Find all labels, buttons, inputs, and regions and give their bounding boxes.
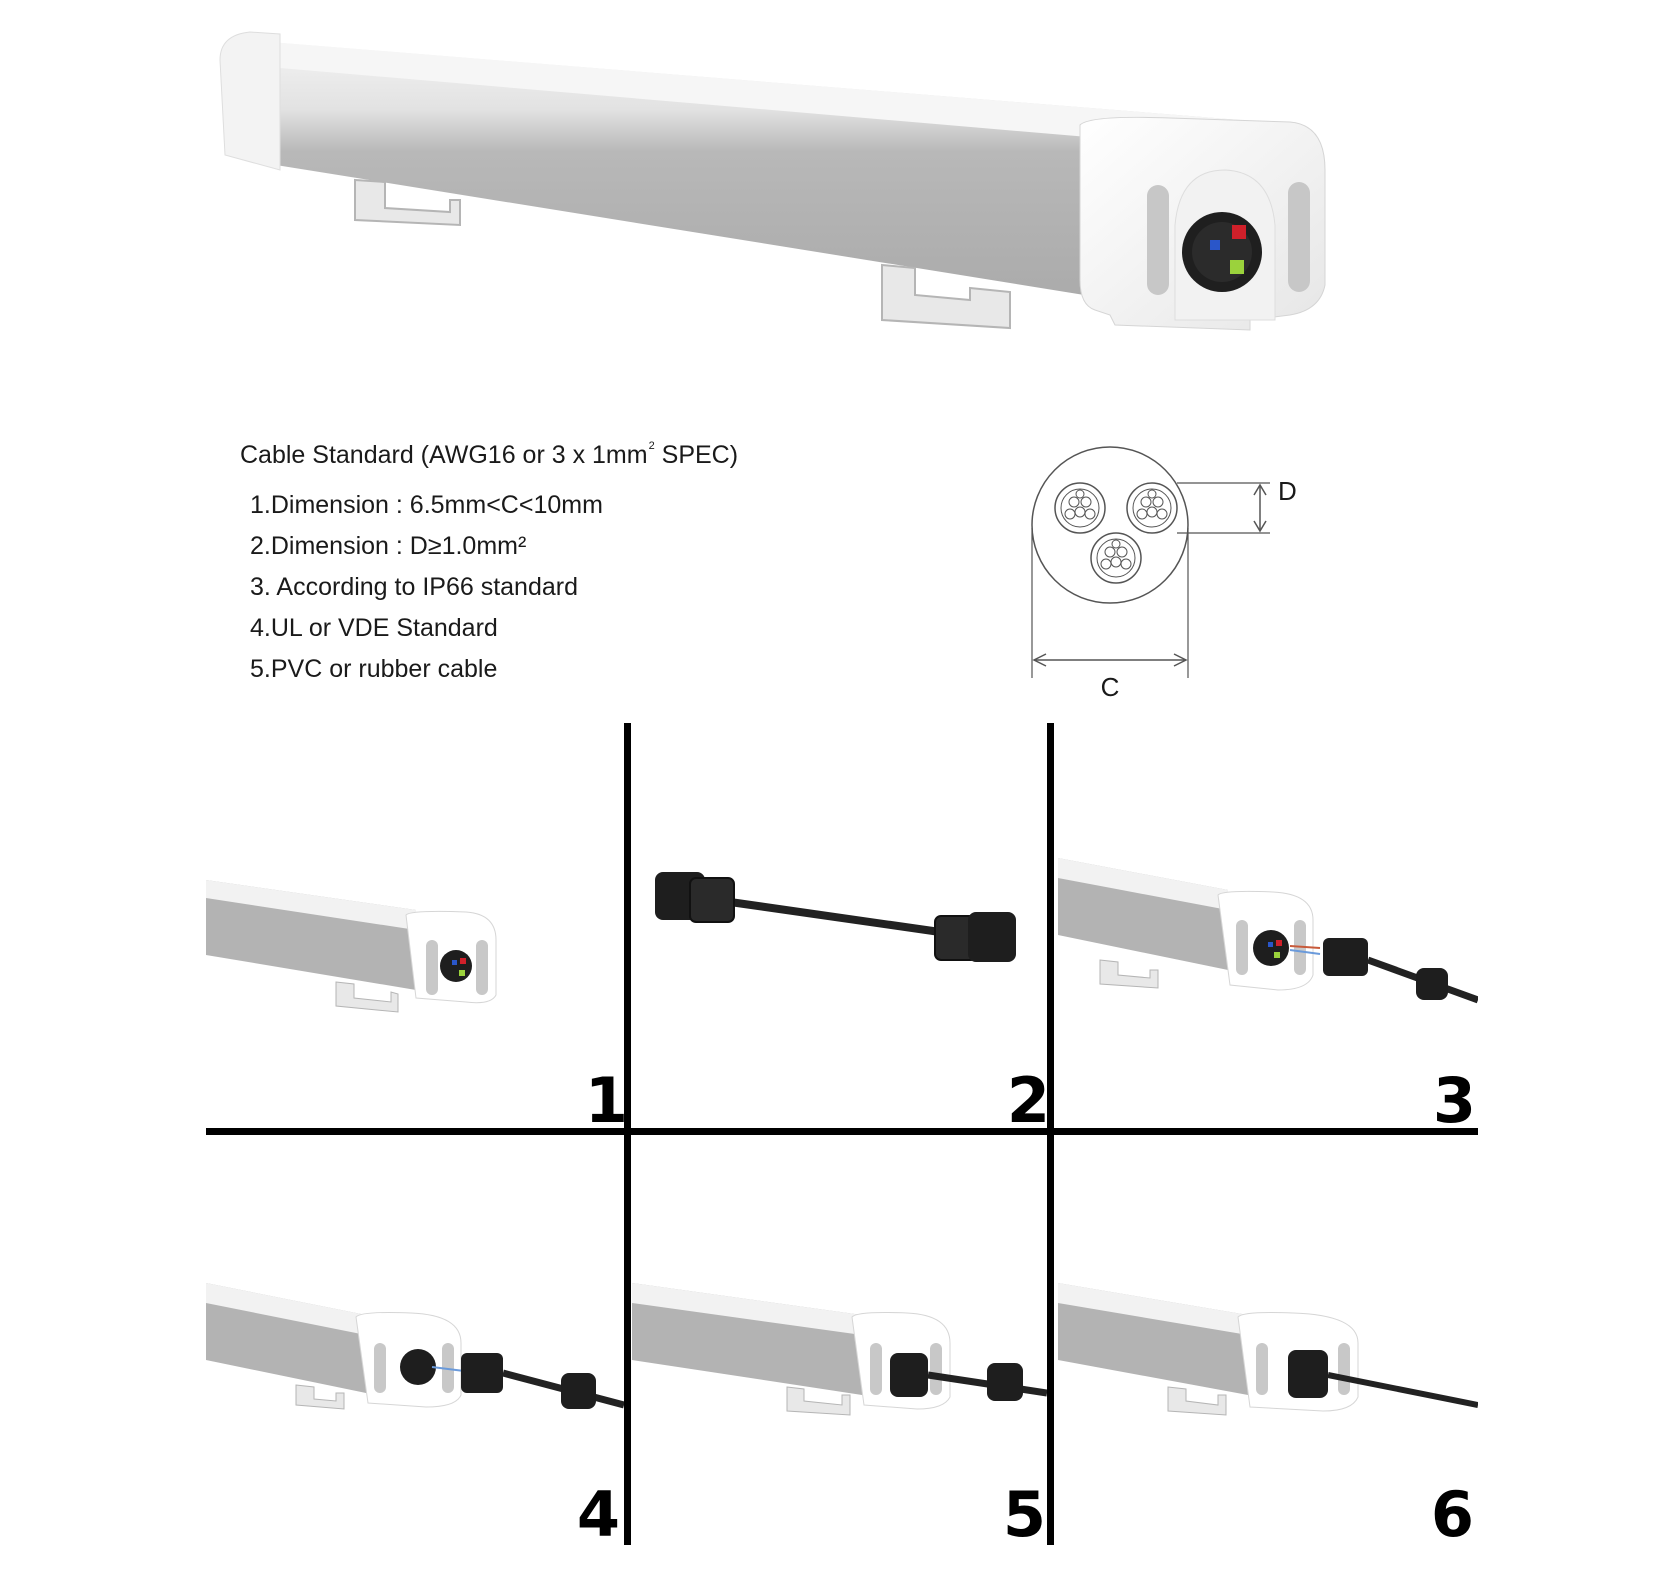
connector-right-icon: [934, 912, 1016, 962]
spec-item: 5.PVC or rubber cable: [250, 655, 498, 683]
cable-cross-section-diagram: D C: [1031, 446, 1297, 700]
step-number-2: 2: [1006, 1064, 1050, 1137]
cable-standard-title-prefix: Cable Standard (AWG16 or 3 x 1mm: [240, 441, 648, 469]
conductor-strand-icon: [1054, 482, 1106, 534]
cable-spec-list: 1.Dimension : 6.5mm<C<10mm 2.Dimension :…: [250, 490, 603, 695]
step-3-image: [1058, 858, 1478, 1004]
step-number-1: 1: [584, 1064, 628, 1137]
spec-item: 2.Dimension : D≥1.0mm²: [250, 532, 527, 560]
grid-horizontal-divider: [206, 1128, 1478, 1135]
step-number-5: 5: [1002, 1478, 1046, 1551]
step-2-image: [655, 872, 1016, 962]
step-number-6: 6: [1430, 1478, 1474, 1551]
cable-standard-title-suffix: SPEC): [654, 441, 739, 469]
hero-fixture-image: [219, 31, 1326, 331]
conductor-strand-icon: [1090, 532, 1142, 584]
spec-item: 3. According to IP66 standard: [250, 573, 578, 601]
step-4-image: [206, 1283, 624, 1410]
conductor-strand-icon: [1126, 482, 1178, 534]
step-5-image: [632, 1283, 1047, 1416]
dimension-label-d: D: [1278, 476, 1297, 506]
step-number-3: 3: [1432, 1064, 1476, 1137]
spec-item: 1.Dimension : 6.5mm<C<10mm: [250, 491, 603, 519]
step-number-4: 4: [576, 1478, 620, 1551]
cable-standard-title-superscript: 2: [648, 440, 655, 452]
step-6-image: [1058, 1283, 1478, 1416]
dimension-label-c: C: [1101, 672, 1120, 700]
connector-left-icon: [655, 872, 735, 923]
cable-standard-title: Cable Standard (AWG16 or 3 x 1mm2 SPEC): [240, 440, 738, 470]
step-1-image: [206, 880, 497, 1013]
spec-item: 4.UL or VDE Standard: [250, 614, 498, 642]
